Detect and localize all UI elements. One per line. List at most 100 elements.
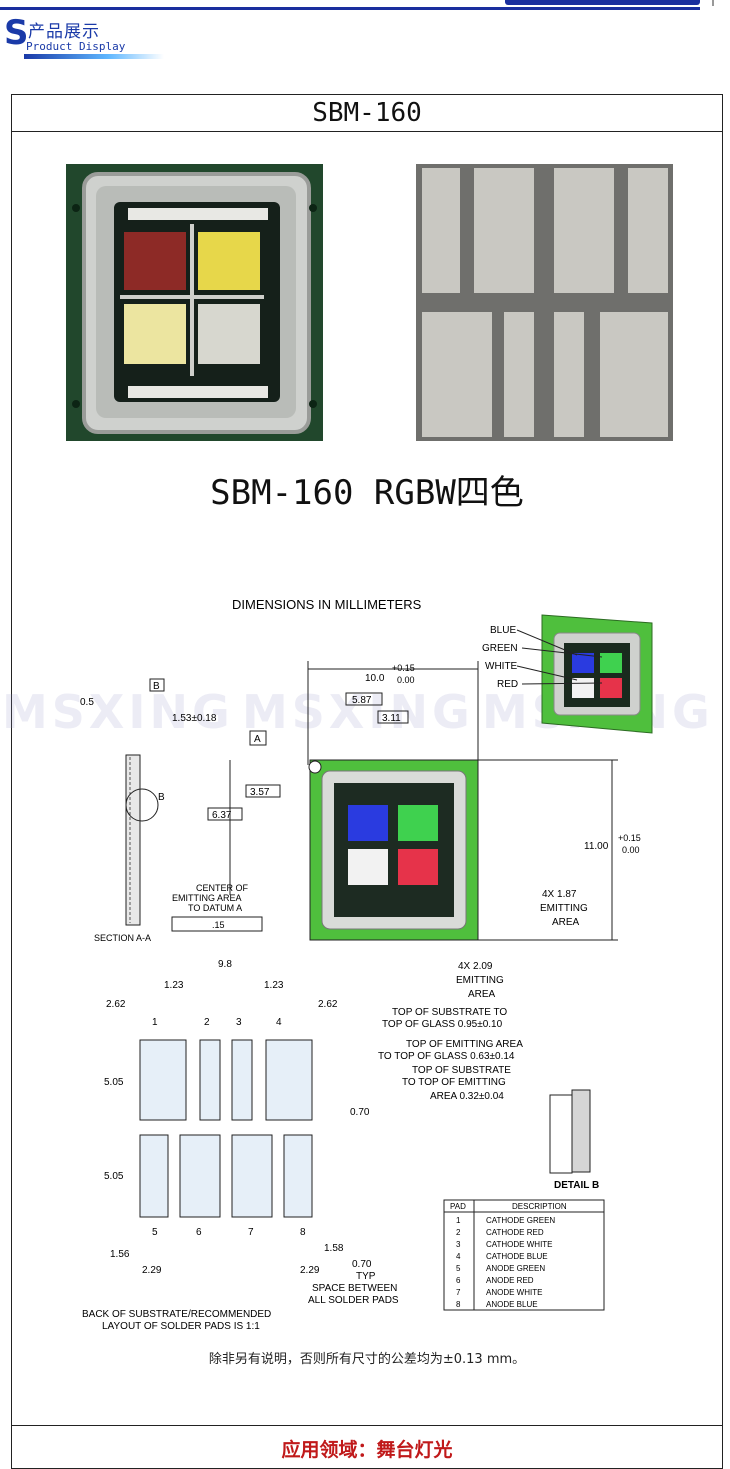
pad-table-rows: 1 CATHODE GREEN 2 CATHODE RED 3 CATHODE … [456, 1216, 555, 1309]
pad-1: 1 [152, 1017, 158, 1028]
emit187-emitting: EMITTING [540, 903, 588, 914]
dim-05: 0.5 [80, 697, 94, 708]
dim-emit-209: 4X 2.09 [458, 961, 493, 972]
pad-table-row: 8 [456, 1300, 461, 1309]
dim-070: 0.70 [350, 1107, 370, 1118]
led-top-illustration [66, 164, 323, 441]
brand-s-logo: S [4, 13, 29, 53]
dim-emit-187: 4X 1.87 [542, 889, 577, 900]
pad-5: 5 [152, 1227, 158, 1238]
top-emit-1: TOP OF EMITTING AREA [406, 1039, 523, 1050]
typ-label: TYP [356, 1271, 376, 1282]
pad-table-row: ANODE RED [486, 1276, 534, 1285]
dim-587: 5.87 [352, 695, 372, 706]
dim-123-right: 1.23 [264, 980, 284, 991]
dim-156: 1.56 [110, 1249, 130, 1260]
center-line-1: CENTER OF [196, 883, 249, 893]
pad-2: 2 [204, 1017, 210, 1028]
pad-table-row: CATHODE BLUE [486, 1252, 548, 1261]
dim-width-tol-minus: 0.00 [397, 675, 415, 685]
pad-table-row: CATHODE GREEN [486, 1216, 555, 1225]
led-bottom-photo [416, 164, 673, 441]
dim-123-left: 1.23 [164, 980, 184, 991]
legend-red: RED [497, 679, 518, 690]
dim-width-10: 10.0 [365, 673, 385, 684]
top-s-3: TOP OF SUBSTRATE [412, 1065, 511, 1076]
pad-7: 7 [248, 1227, 254, 1238]
pad-8: 8 [300, 1227, 306, 1238]
datum-b: B [153, 681, 160, 692]
dim-505-lower: 5.05 [104, 1171, 124, 1182]
pad-table-head-pad: PAD [450, 1202, 466, 1211]
center-line-3: TO DATUM A [188, 903, 242, 913]
led-bottom-illustration [416, 164, 673, 441]
dim-637: 6.37 [212, 810, 232, 821]
top-s-5: AREA 0.32±0.04 [430, 1091, 504, 1102]
label-b-circle: B [158, 792, 165, 803]
watermark-1: MSXING [2, 685, 234, 739]
dim-229-left: 2.29 [142, 1265, 162, 1276]
emit209-emitting: EMITTING [456, 975, 504, 986]
section-label: SECTION A-A [94, 933, 151, 943]
dim-height-tol-minus: 0.00 [622, 845, 640, 855]
dim-height-tol-plus: +0.15 [618, 833, 641, 843]
pad-table-head-desc: DESCRIPTION [512, 1202, 567, 1211]
application-field: 应用领域：舞台灯光 [281, 1439, 453, 1461]
dim-311: 3.11 [382, 713, 401, 724]
back-note-2: LAYOUT OF SOLDER PADS IS 1:1 [102, 1321, 260, 1332]
pad-4: 4 [276, 1017, 282, 1028]
watermark-2: MSXING [242, 685, 474, 739]
back-note-1: BACK OF SUBSTRATE/RECOMMENDED [82, 1309, 271, 1320]
pad-table-row: 1 [456, 1216, 461, 1225]
pad-table-row: ANODE WHITE [486, 1288, 542, 1297]
emit187-area: AREA [552, 917, 580, 928]
pad-table-row: 7 [456, 1288, 461, 1297]
header-rule [0, 7, 700, 10]
pad-table-row: ANODE GREEN [486, 1264, 545, 1273]
dimension-drawing-svg: DIMENSIONS IN MILLIMETERS BLUE GREEN WHI… [80, 597, 653, 1332]
dim-153: 1.53±0.18 [172, 713, 217, 724]
dimension-drawing: DIMENSIONS IN MILLIMETERS BLUE GREEN WHI… [72, 595, 682, 1345]
tolerance-note: 除非另有说明，否则所有尺寸的公差均为±0.13 mm。 [208, 1352, 526, 1367]
pad-table-row: ANODE BLUE [486, 1300, 538, 1309]
space-line-2: ALL SOLDER PADS [308, 1295, 399, 1306]
emit209-area: AREA [468, 989, 496, 1000]
pad-table-row: 2 [456, 1228, 461, 1237]
drawing-heading: DIMENSIONS IN MILLIMETERS [232, 597, 422, 612]
dim-262-right: 2.62 [318, 999, 338, 1010]
pad-table-row: 5 [456, 1264, 461, 1273]
product-title: SBM-160 [312, 98, 422, 128]
top-sub-1: TOP OF SUBSTRATE TO [392, 1007, 507, 1018]
dim-070-typ: 0.70 [352, 1259, 372, 1270]
brand-title-en: Product Display [26, 40, 126, 53]
datum-a: A [254, 734, 261, 745]
pad-table-row: 4 [456, 1252, 461, 1261]
dim-357: 3.57 [250, 787, 270, 798]
section-brand: S 产品展示 Product Display [4, 13, 179, 59]
title-row: SBM-160 [12, 95, 722, 132]
space-line-1: SPACE BETWEEN [312, 1283, 397, 1294]
product-subtitle: SBM-160 RGBW四色 [210, 473, 524, 513]
brand-title-cn: 产品展示 [28, 22, 100, 42]
pad-table-row: 6 [456, 1276, 461, 1285]
header-cap [712, 0, 714, 6]
dim-height-11: 11.00 [584, 841, 609, 852]
fcf-tolerance: .15 [212, 920, 225, 930]
dim-width-tol-plus: +0.15 [392, 663, 415, 673]
detail-b-label: DETAIL B [554, 1180, 599, 1191]
dim-262-left: 2.62 [106, 999, 126, 1010]
top-sub-2: TOP OF GLASS 0.95±0.10 [382, 1019, 503, 1030]
top-banner-line [0, 0, 730, 12]
top-s-4: TO TOP OF EMITTING [402, 1077, 506, 1088]
brand-underline [24, 54, 164, 59]
header-tab [505, 0, 700, 5]
product-frame: SBM-160 [2, 94, 723, 1469]
pad-6: 6 [196, 1227, 202, 1238]
dim-505-upper: 5.05 [104, 1077, 124, 1088]
led-top-photo [66, 164, 323, 441]
legend-blue: BLUE [490, 625, 516, 636]
pad-table-row: CATHODE WHITE [486, 1240, 553, 1249]
legend-green: GREEN [482, 643, 518, 654]
bottom-divider [12, 1425, 722, 1426]
pad-table-row: 3 [456, 1240, 461, 1249]
